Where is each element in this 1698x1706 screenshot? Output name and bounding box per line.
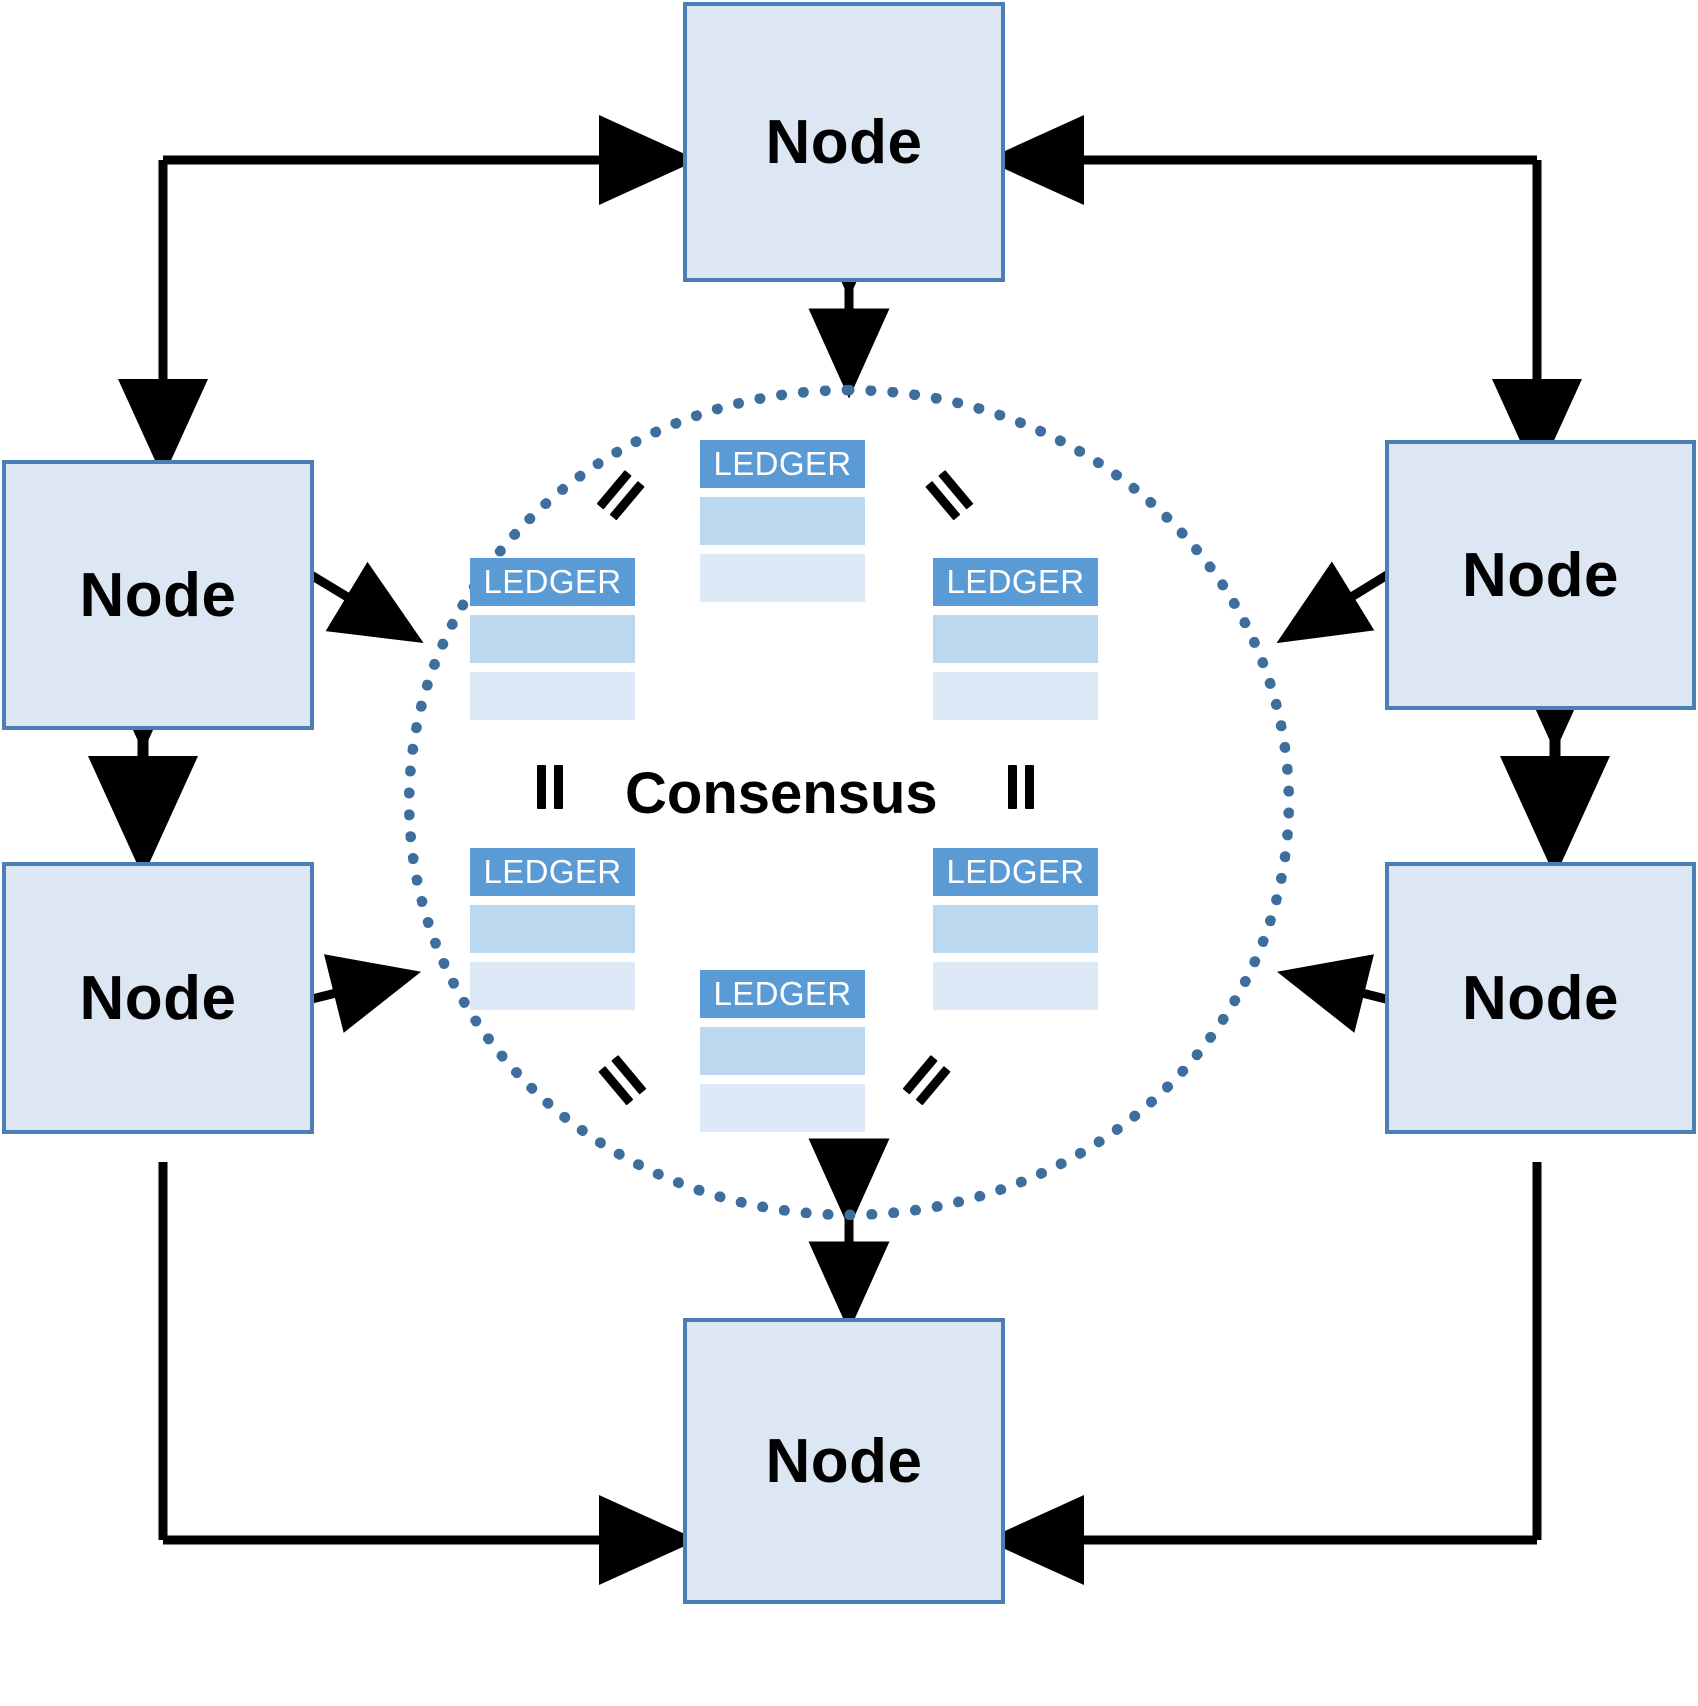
ledger-right-lower-header: LEDGER bbox=[933, 848, 1098, 896]
node-left-upper-label: Node bbox=[79, 560, 237, 630]
ledger-right-upper-label: LEDGER bbox=[946, 563, 1085, 600]
ledger-left-upper-header: LEDGER bbox=[470, 558, 635, 606]
arrow-left-lower-consensus bbox=[215, 954, 422, 1060]
ledger-bottom[interactable]: LEDGER bbox=[700, 970, 865, 1132]
ledger-left-upper[interactable]: LEDGER bbox=[470, 558, 635, 720]
arrow-right-lower-consensus bbox=[1276, 954, 1483, 1060]
ledger-left-lower-header: LEDGER bbox=[470, 848, 635, 896]
ledger-top-row-3 bbox=[700, 554, 865, 602]
equals-mid-right-icon bbox=[998, 765, 1044, 811]
ledger-top-label: LEDGER bbox=[713, 445, 852, 482]
ledger-right-upper[interactable]: LEDGER bbox=[933, 558, 1098, 720]
node-left-lower-label: Node bbox=[79, 963, 237, 1033]
consensus-circle bbox=[404, 385, 1294, 1220]
node-right-upper[interactable]: Node bbox=[1385, 440, 1696, 710]
ledger-top[interactable]: LEDGER bbox=[700, 440, 865, 602]
ledger-right-upper-header: LEDGER bbox=[933, 558, 1098, 606]
ledger-top-row-2 bbox=[700, 497, 865, 545]
node-bottom-label: Node bbox=[765, 1426, 923, 1496]
ledger-left-upper-row-3 bbox=[470, 672, 635, 720]
ledger-top-header: LEDGER bbox=[700, 440, 865, 488]
ledger-right-lower-row-3 bbox=[933, 962, 1098, 1010]
ledger-bottom-label: LEDGER bbox=[713, 975, 852, 1012]
ledger-bottom-row-3 bbox=[700, 1084, 865, 1132]
node-bottom[interactable]: Node bbox=[683, 1318, 1005, 1604]
equals-mid-left-icon bbox=[527, 765, 573, 811]
ledger-right-upper-row-3 bbox=[933, 672, 1098, 720]
node-top[interactable]: Node bbox=[683, 2, 1005, 282]
ledger-bottom-row-2 bbox=[700, 1027, 865, 1075]
ledger-right-lower-row-2 bbox=[933, 905, 1098, 953]
ledger-left-lower-row-3 bbox=[470, 962, 635, 1010]
node-right-lower[interactable]: Node bbox=[1385, 862, 1696, 1134]
ledger-right-lower-label: LEDGER bbox=[946, 853, 1085, 890]
node-left-lower[interactable]: Node bbox=[2, 862, 314, 1134]
node-top-label: Node bbox=[765, 107, 923, 177]
node-left-upper[interactable]: Node bbox=[2, 460, 314, 730]
node-right-upper-label: Node bbox=[1462, 540, 1619, 610]
arrow-right-upper-consensus bbox=[1276, 497, 1479, 644]
ledger-left-lower-label: LEDGER bbox=[483, 853, 622, 890]
ledger-right-lower[interactable]: LEDGER bbox=[933, 848, 1098, 1010]
consensus-label: Consensus bbox=[625, 761, 938, 826]
ledger-bottom-header: LEDGER bbox=[700, 970, 865, 1018]
ledger-left-lower[interactable]: LEDGER bbox=[470, 848, 635, 1010]
ledger-right-upper-row-2 bbox=[933, 615, 1098, 663]
ledger-left-lower-row-2 bbox=[470, 905, 635, 953]
node-right-lower-label: Node bbox=[1462, 963, 1619, 1033]
arrow-left-upper-consensus bbox=[219, 497, 424, 643]
ledger-left-upper-row-2 bbox=[470, 615, 635, 663]
ledger-left-upper-label: LEDGER bbox=[483, 563, 622, 600]
